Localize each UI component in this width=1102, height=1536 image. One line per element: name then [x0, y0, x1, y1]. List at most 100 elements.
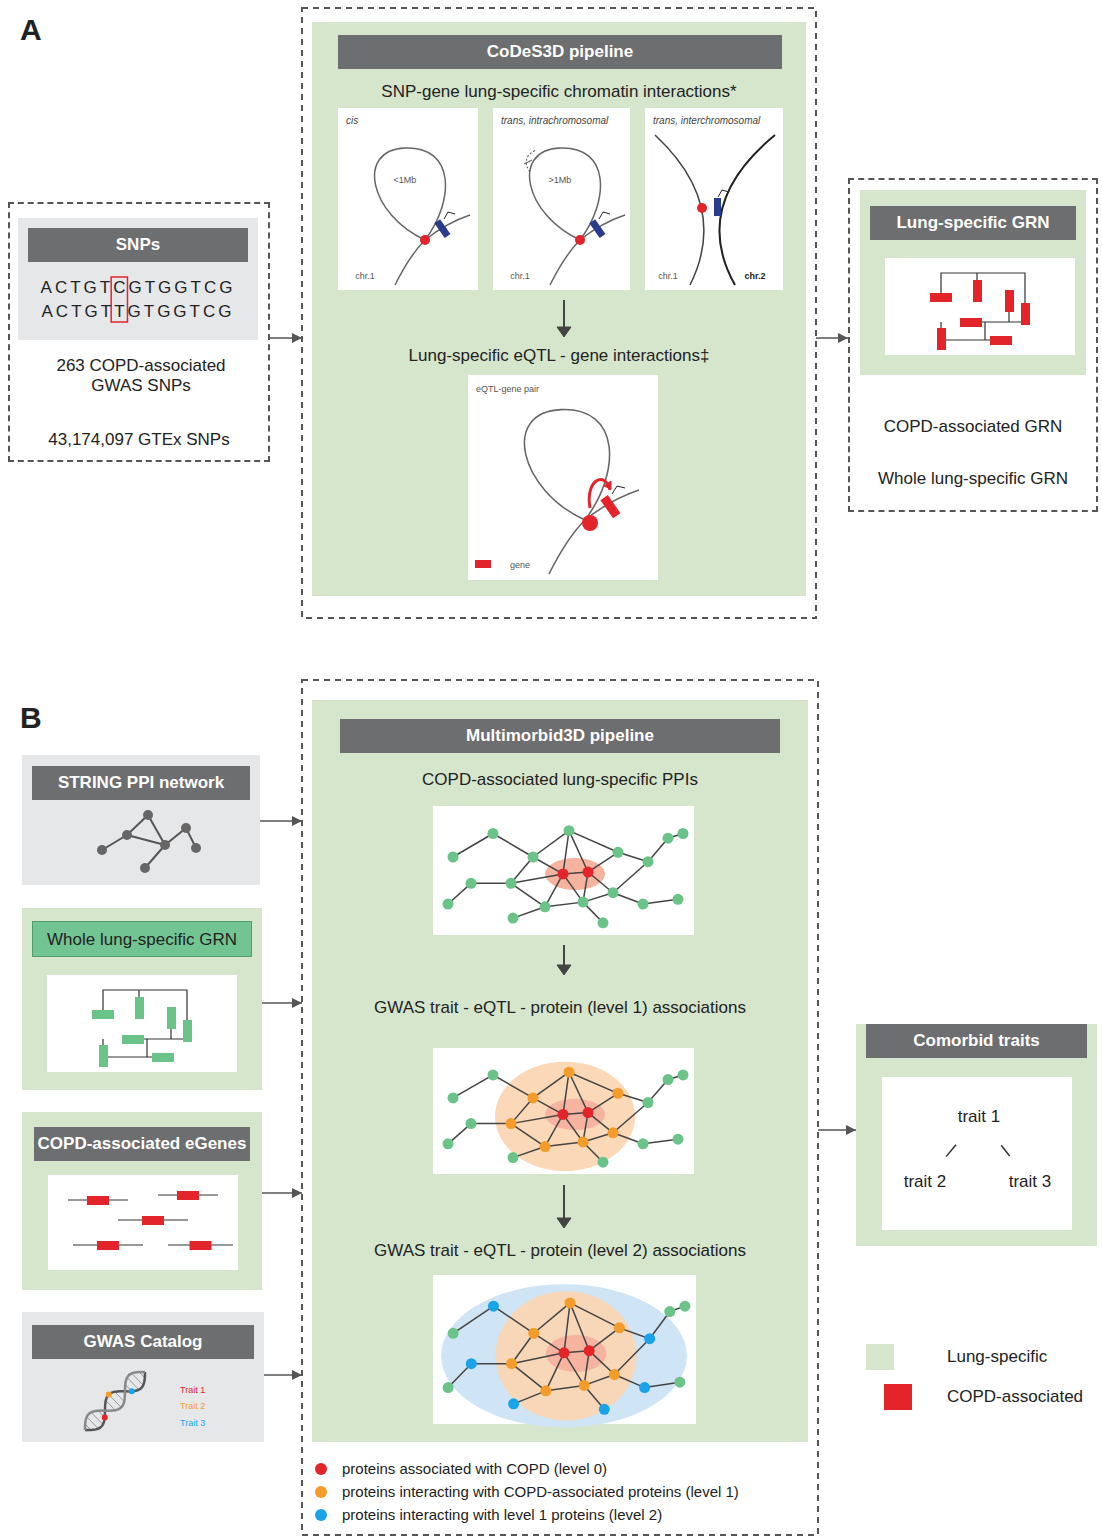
protein-node: [506, 1358, 517, 1369]
node-text: chr.1: [345, 271, 385, 282]
ppi-link: [569, 831, 618, 853]
ppi-link: [534, 1333, 564, 1353]
gwas-panel: GWAS CatalogTrait 1Trait 2Trait 3: [22, 1312, 264, 1442]
snp-highlight: [111, 277, 127, 322]
protein-node: [673, 894, 684, 905]
trans-inter-panel: trans, interchromosomal chr.1 chr.2: [645, 108, 783, 290]
node-text: trans, interchromosomal: [653, 115, 779, 126]
ppi-link: [563, 1114, 583, 1142]
tss-arrow: [718, 190, 729, 197]
ppi-link: [513, 1147, 545, 1158]
protein-node: [613, 1088, 624, 1099]
ppi-node: [140, 863, 150, 873]
ppi-node: [97, 845, 107, 855]
ppi-link: [643, 1139, 678, 1144]
ppi-link: [145, 845, 165, 868]
illustration-box: [882, 1077, 1072, 1230]
protein-node: [663, 833, 674, 844]
protein-node: [599, 1404, 610, 1415]
ppi-link: [471, 883, 511, 885]
illustration-box: [433, 1048, 694, 1174]
grn-links: [941, 273, 1025, 340]
flow-connector: [262, 1002, 302, 1004]
protein-node: [598, 1157, 609, 1168]
circle-fill: [893, 1150, 957, 1214]
protein-node: [488, 828, 499, 839]
node-text: ACTGTTGTGGTCG: [18, 302, 258, 322]
node-text: 263 COPD-associated GWAS SNPs: [51, 356, 231, 397]
pipeline-panel: cis<1Mbchr.1 trans, intrachromosomal >1Mb c…: [312, 22, 806, 596]
trait-link: [946, 1145, 956, 1157]
ppi-link: [453, 834, 493, 858]
legend-swatch: [866, 1344, 894, 1370]
ppi-link: [613, 893, 643, 904]
ppi-link: [493, 1306, 533, 1333]
protein-node: [558, 1347, 569, 1358]
protein-node: [540, 901, 551, 912]
dna-strand: [85, 1372, 145, 1430]
header-bar: CoDeS3D pipeline: [338, 35, 782, 69]
ppi-link: [563, 831, 569, 874]
ppi-link: [493, 1075, 533, 1098]
protein-node: [664, 1306, 675, 1317]
ppi-link: [563, 872, 588, 874]
tss-arrow: [444, 212, 455, 219]
egene: [177, 1191, 199, 1200]
node-text: 43,174,097 GTEx SNPs: [10, 430, 268, 450]
comorbid-panel: trait 1trait 2trait 3Comorbid traits: [856, 1024, 1097, 1246]
protein-node: [643, 1097, 654, 1108]
ppi-link: [511, 1124, 545, 1147]
protein-node: [528, 1328, 539, 1339]
loop-gap: [526, 150, 536, 172]
node-text: Trait 2: [180, 1401, 240, 1412]
header-bar: STRING PPI network: [32, 766, 250, 800]
header-bar: COPD-associated eGenes: [34, 1127, 250, 1161]
header-bar: Multimorbid3D pipeline: [340, 719, 780, 753]
gene-symbol: [589, 219, 605, 238]
snp-dot: [575, 235, 585, 245]
protein-node: [578, 1136, 589, 1147]
node-text: >1Mb: [540, 175, 580, 186]
illustration-box: [433, 806, 694, 935]
grn-links: [103, 990, 187, 1057]
protein-node: [639, 1382, 650, 1393]
protein-node: [608, 1127, 619, 1138]
protein-node: [488, 1301, 499, 1312]
ppi-link: [589, 1351, 614, 1375]
protein-node: [678, 1069, 689, 1080]
header-bar: Whole lung-specific GRN: [32, 921, 252, 957]
protein-node: [508, 913, 519, 924]
ppi-link: [570, 1303, 589, 1351]
panel-letter: A: [20, 12, 42, 48]
ppi-link: [583, 1113, 588, 1142]
loop-tick: [524, 160, 532, 164]
ppi-link: [613, 862, 648, 893]
protein-node: [638, 899, 649, 910]
node-text: COPD-associated lung-specific PPIs: [312, 770, 808, 790]
dna-rung: [87, 1417, 99, 1429]
ppi-link: [165, 828, 186, 845]
dashed-outline: [302, 680, 818, 1535]
node-text: chr.2: [735, 271, 775, 282]
flow-arrow: [563, 945, 565, 967]
cis-panel: cis<1Mbchr.1: [338, 108, 478, 290]
dna-rung: [132, 1373, 144, 1385]
protein-node: [598, 917, 609, 928]
ppi-link: [643, 899, 678, 904]
gene-key: [475, 560, 491, 568]
ppi-link: [127, 815, 148, 835]
ppi-node: [143, 810, 153, 820]
protein-node: [540, 1385, 551, 1396]
node-text: trans, intrachromosomal: [501, 115, 625, 126]
ppi-link: [648, 1080, 668, 1103]
illustration-box: [48, 1175, 238, 1270]
legend-text: proteins interacting with COPD-associate…: [342, 1483, 739, 1501]
ppi-link: [614, 1375, 644, 1388]
dna-rung: [125, 1385, 132, 1392]
multimorbid-panel: Multimorbid3D pipelineCOPD-associated lu…: [312, 700, 808, 1442]
node-text: SNP-gene lung-specific chromatin interac…: [312, 82, 806, 102]
node-text: Trait 3: [180, 1418, 240, 1429]
protein-node: [638, 1138, 649, 1149]
node-text: chr.1: [648, 271, 688, 282]
node-text: GWAS trait - eQTL - protein (level 2) as…: [312, 1241, 808, 1261]
